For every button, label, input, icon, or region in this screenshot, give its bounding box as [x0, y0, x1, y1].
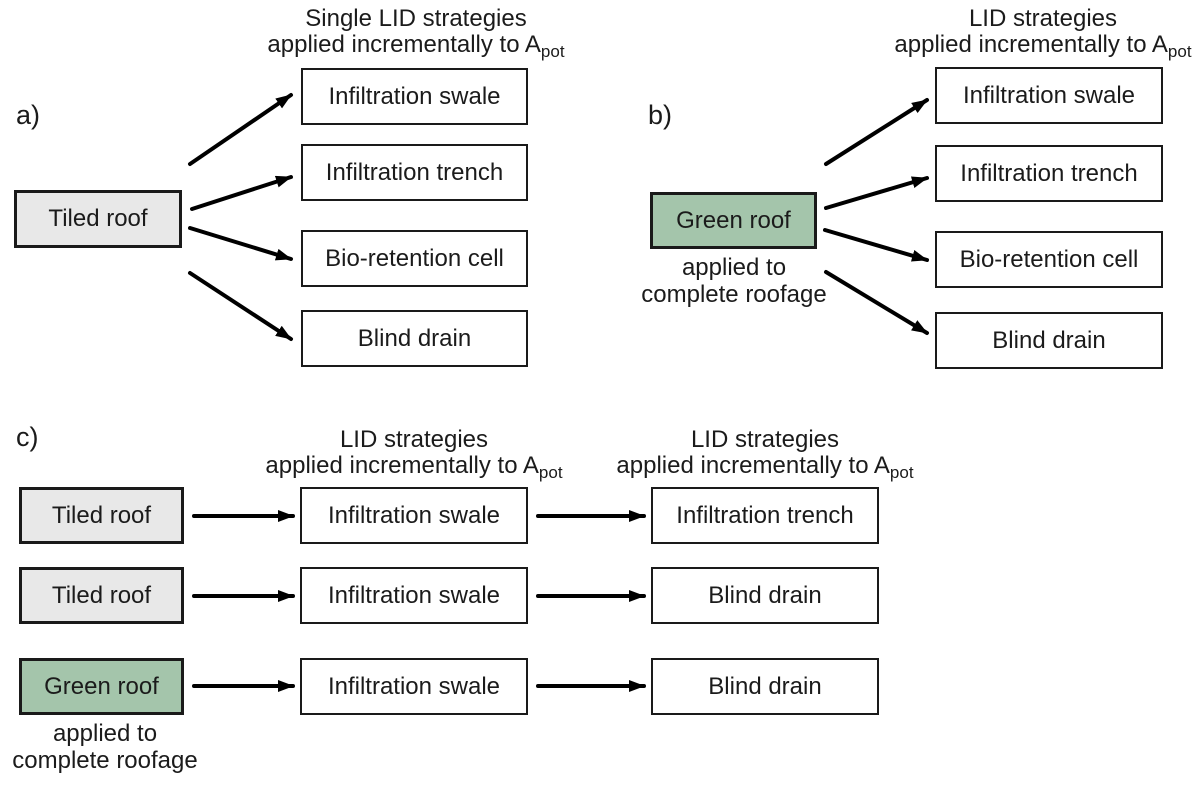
arrow-b-blinddrain: [824, 270, 929, 335]
panel-c-row2-source-box-tiled-roof: Tiled roof: [19, 567, 184, 624]
panel-b-apot-subscript: pot: [1167, 42, 1192, 61]
panel-c-row3-source-box-green-roof: Green roof: [19, 658, 184, 715]
arrow-a-swale: [188, 93, 293, 166]
panel-a-column-header: Single LID strategies applied incrementa…: [226, 5, 606, 61]
panel-b-strategy-box-infiltration-trench: Infiltration trench: [935, 145, 1163, 202]
arrow-b-trench: [824, 176, 929, 210]
panel-a-strategy-box-infiltration-trench: Infiltration trench: [301, 144, 528, 201]
panel-c-source-note-line1: applied to: [52, 720, 158, 747]
panel-b-strategy-box-infiltration-swale: Infiltration swale: [935, 67, 1163, 124]
arrow-a-blinddrain: [188, 271, 293, 341]
arrow-b-bioretention: [823, 228, 929, 262]
panel-b-column-header: LID strategies applied incrementally to …: [853, 5, 1200, 61]
panel-b-strategy-box-bio-retention-cell: Bio-retention cell: [935, 231, 1163, 288]
panel-b-header-line1: LID strategies: [968, 5, 1118, 32]
panel-b-source-note-line2: complete roofage: [641, 281, 827, 308]
panel-c-middle-apot-subscript: pot: [538, 463, 563, 482]
panel-a-strategy-box-bio-retention-cell: Bio-retention cell: [301, 230, 528, 287]
panel-c-row2-step1-box-infiltration-swale: Infiltration swale: [300, 567, 528, 624]
panel-c-row1-step1-box-infiltration-swale: Infiltration swale: [300, 487, 528, 544]
panel-c-row2-step2-box-blind-drain: Blind drain: [651, 567, 879, 624]
arrow-a-bioretention: [188, 226, 293, 261]
panel-b-source-box-green-roof: Green roof: [650, 192, 817, 249]
panel-c-middle-header-line2-text: applied incrementally to A: [265, 452, 539, 479]
panel-c-middle-header-line2: applied incrementally to Apot: [224, 452, 604, 482]
panel-a-label: a): [16, 100, 41, 130]
panel-a-header-line1: Single LID strategies: [305, 5, 527, 32]
panel-a-strategy-box-infiltration-swale: Infiltration swale: [301, 68, 528, 125]
panel-b-source-note-line1: applied to: [681, 254, 787, 281]
arrow-b-swale: [824, 98, 929, 166]
panel-a-source-box-tiled-roof: Tiled roof: [14, 190, 182, 248]
panel-b-header-line2: applied incrementally to Apot: [853, 31, 1200, 61]
panel-b-strategy-box-blind-drain: Blind drain: [935, 312, 1163, 369]
panel-c-middle-header-line1: LID strategies: [339, 426, 489, 453]
panel-c-row1-step2-box-infiltration-trench: Infiltration trench: [651, 487, 879, 544]
panel-b-label: b): [648, 100, 673, 130]
panel-c-source-note: applied to complete roofage: [0, 720, 225, 774]
panel-a-header-line2: applied incrementally to Apot: [226, 31, 606, 61]
panel-a-strategy-box-blind-drain: Blind drain: [301, 310, 528, 367]
panel-c-middle-column-header: LID strategies applied incrementally to …: [224, 426, 604, 482]
panel-c-right-apot-subscript: pot: [889, 463, 914, 482]
panel-c-source-note-line2: complete roofage: [12, 747, 198, 774]
panel-c-right-column-header: LID strategies applied incrementally to …: [575, 426, 955, 482]
panel-c-row3-step2-box-blind-drain: Blind drain: [651, 658, 879, 715]
panel-c-right-header-line2: applied incrementally to Apot: [575, 452, 955, 482]
panel-a-apot-subscript: pot: [540, 42, 565, 61]
panel-a-header-line2-text: applied incrementally to A: [267, 31, 541, 58]
panel-b-source-note: applied to complete roofage: [614, 254, 854, 308]
panel-c-row3-step1-box-infiltration-swale: Infiltration swale: [300, 658, 528, 715]
panel-c-row1-source-box-tiled-roof: Tiled roof: [19, 487, 184, 544]
arrow-a-trench: [190, 175, 293, 211]
panel-b-header-line2-text: applied incrementally to A: [894, 31, 1168, 58]
panel-c-label: c): [16, 422, 39, 452]
panel-c-right-header-line1: LID strategies: [690, 426, 840, 453]
panel-c-right-header-line2-text: applied incrementally to A: [616, 452, 890, 479]
